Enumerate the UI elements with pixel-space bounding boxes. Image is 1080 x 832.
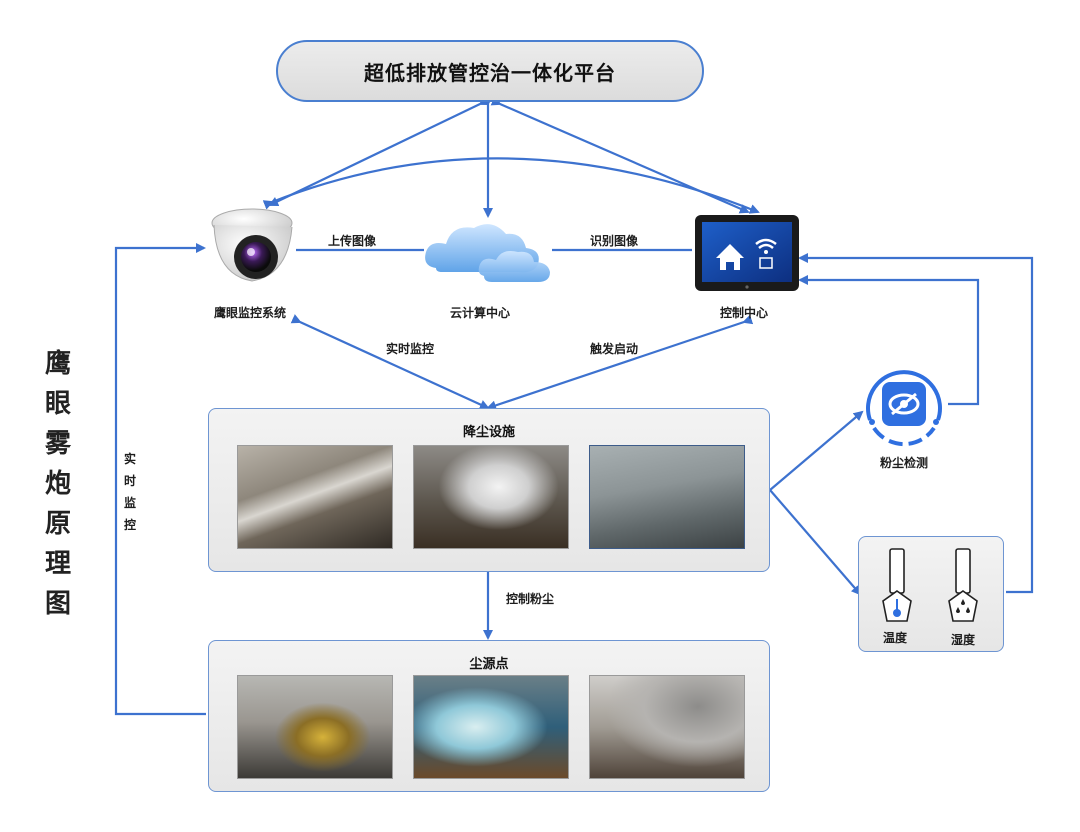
side-title: 鹰 眼 雾 炮 原 理 图 — [38, 346, 78, 622]
plant-photo — [589, 675, 745, 779]
arrow-panel-sensors — [769, 489, 862, 596]
dust-detect-label: 粉尘检测 — [880, 456, 929, 470]
platform-header: 超低排放管控治一体化平台 — [276, 40, 704, 102]
camera-label: 鹰眼监控系统 — [214, 306, 287, 320]
dust-detector-icon — [866, 370, 942, 447]
side-title-char: 炮 — [44, 469, 71, 499]
left-label-char: 实 — [123, 452, 136, 466]
temperature-label: 温度 — [883, 631, 908, 645]
edge-label-left-realtime: 实 时 监 控 — [116, 448, 144, 536]
side-title-char: 鹰 — [44, 349, 71, 379]
sensors-panel: 温度 湿度 — [858, 536, 1004, 652]
loader-photo — [237, 675, 393, 779]
arrow-platform-control — [490, 96, 750, 214]
arrow-camera-panel — [290, 314, 490, 410]
arrow-platform-camera — [268, 96, 490, 207]
mist-photo-3 — [589, 445, 745, 549]
side-title-char: 理 — [44, 549, 71, 579]
side-title-char: 原 — [44, 509, 71, 539]
dust-sources-panel: 尘源点 — [208, 640, 770, 792]
arrow-control-panel — [486, 314, 754, 411]
platform-title: 超低排放管控治一体化平台 — [364, 60, 616, 85]
side-title-char: 雾 — [44, 429, 71, 459]
left-label-char: 监 — [123, 496, 136, 510]
edge-label-recognize: 识别图像 — [590, 234, 639, 248]
humidity-icon — [948, 548, 978, 622]
side-title-char: 图 — [44, 589, 71, 619]
suppression-panel-title: 降尘设施 — [462, 425, 515, 440]
side-title-char: 眼 — [44, 389, 71, 419]
arrow-panel-dust — [769, 410, 864, 491]
mist-photo-2 — [413, 445, 569, 549]
thermometer-icon — [882, 548, 912, 622]
control-label: 控制中心 — [720, 306, 769, 320]
arrow-camera-control-arc — [262, 157, 760, 214]
mist-photo-1 — [237, 445, 393, 549]
cloud-icon — [425, 224, 550, 282]
edge-label-realtime: 实时监控 — [386, 342, 435, 356]
suppression-panel: 降尘设施 — [208, 408, 770, 572]
dust-sources-panel-title: 尘源点 — [469, 657, 509, 672]
left-label-char: 控 — [123, 518, 136, 532]
edge-label-trigger: 触发启动 — [590, 342, 639, 356]
camera-icon — [211, 208, 293, 282]
tablet-icon — [695, 215, 799, 291]
edge-label-control-dust: 控制粉尘 — [506, 592, 555, 606]
edge-label-upload: 上传图像 — [328, 234, 377, 248]
left-label-char: 时 — [123, 474, 136, 488]
humidity-label: 湿度 — [951, 633, 976, 647]
conveyor-photo — [413, 675, 569, 779]
cloud-label: 云计算中心 — [450, 306, 511, 320]
